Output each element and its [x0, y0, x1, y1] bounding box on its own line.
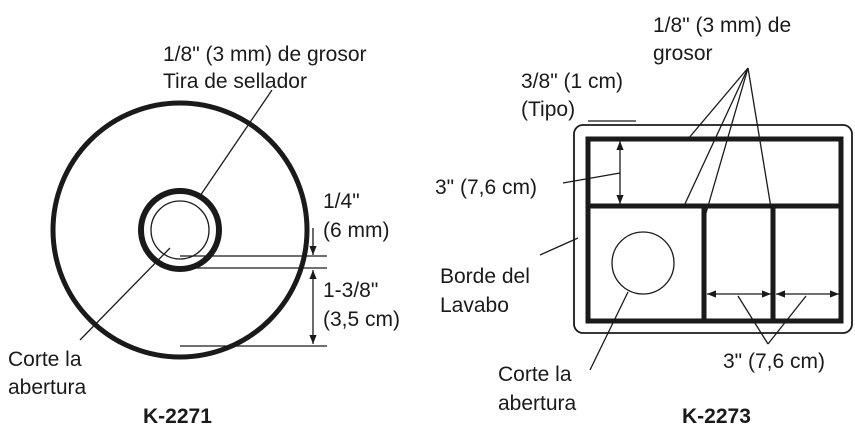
k2273-typical-label-1: 3/8" (1 cm): [521, 70, 623, 93]
k2273-thickness-label-1: 1/8" (3 mm) de: [653, 14, 791, 37]
k2271-cutout-leader: [79, 247, 171, 341]
k2271-model-label: K-2271: [143, 405, 212, 428]
k2273-thickness-leader-3: [703, 67, 749, 221]
k2273-figure: 1/8" (3 mm) de grosor 3/8" (1 cm) (Tipo)…: [435, 14, 853, 428]
k2273-thickness-leader-4: [747, 67, 774, 221]
k2271-outer-rim: [50, 100, 310, 360]
k2271-large-dim-label-2: (3,5 cm): [323, 308, 400, 331]
k2273-horizontal-dim-leader-2: [767, 295, 807, 345]
k2273-rim: [573, 124, 853, 334]
k2273-thickness-leader-2: [683, 67, 749, 207]
k2273-rim-label-2: Lavabo: [440, 294, 509, 317]
k2273-cutout-leader: [589, 291, 629, 371]
k2273-vertical-dim-label: 3" (7,6 cm): [435, 176, 537, 199]
k2273-typical-label-2: (Tipo): [521, 98, 575, 121]
k2273-rim-leader: [539, 237, 579, 256]
k2271-thickness-label-2: Tira de sellador: [163, 70, 307, 93]
k2273-thickness-label-2: grosor: [653, 42, 713, 65]
k2271-figure: 1/8" (3 mm) de grosor Tira de sellador 1…: [8, 43, 400, 428]
k2271-thickness-leader: [199, 89, 273, 197]
k2273-vertical-dim-leader: [562, 172, 621, 184]
k2273-horizontal-dim-leader-1: [737, 295, 769, 345]
k2273-thickness-leader-1: [687, 67, 749, 140]
k2273-cutout-label-2: abertura: [498, 392, 577, 415]
k2271-small-dim-label-1: 1/4": [323, 190, 360, 213]
k2271-small-dim-label-2: (6 mm): [323, 219, 390, 242]
k2273-cutout-label-1: Corte la: [498, 363, 572, 386]
k2273-horizontal-dim-label: 3" (7,6 cm): [723, 350, 825, 373]
k2271-thickness-label-1: 1/8" (3 mm) de grosor: [163, 43, 367, 66]
k2271-cutout-circle: [150, 200, 210, 260]
k2273-rim-label-1: Borde del: [440, 265, 530, 288]
k2273-cutout-circle: [611, 231, 675, 295]
k2271-cutout-label-2: abertura: [8, 376, 87, 399]
k2273-model-label: K-2273: [682, 405, 751, 428]
k2271-large-dim-label-1: 1-3/8": [323, 279, 378, 302]
k2271-cutout-label-1: Corte la: [8, 348, 82, 371]
k2271-sealant-ring: [138, 188, 222, 272]
